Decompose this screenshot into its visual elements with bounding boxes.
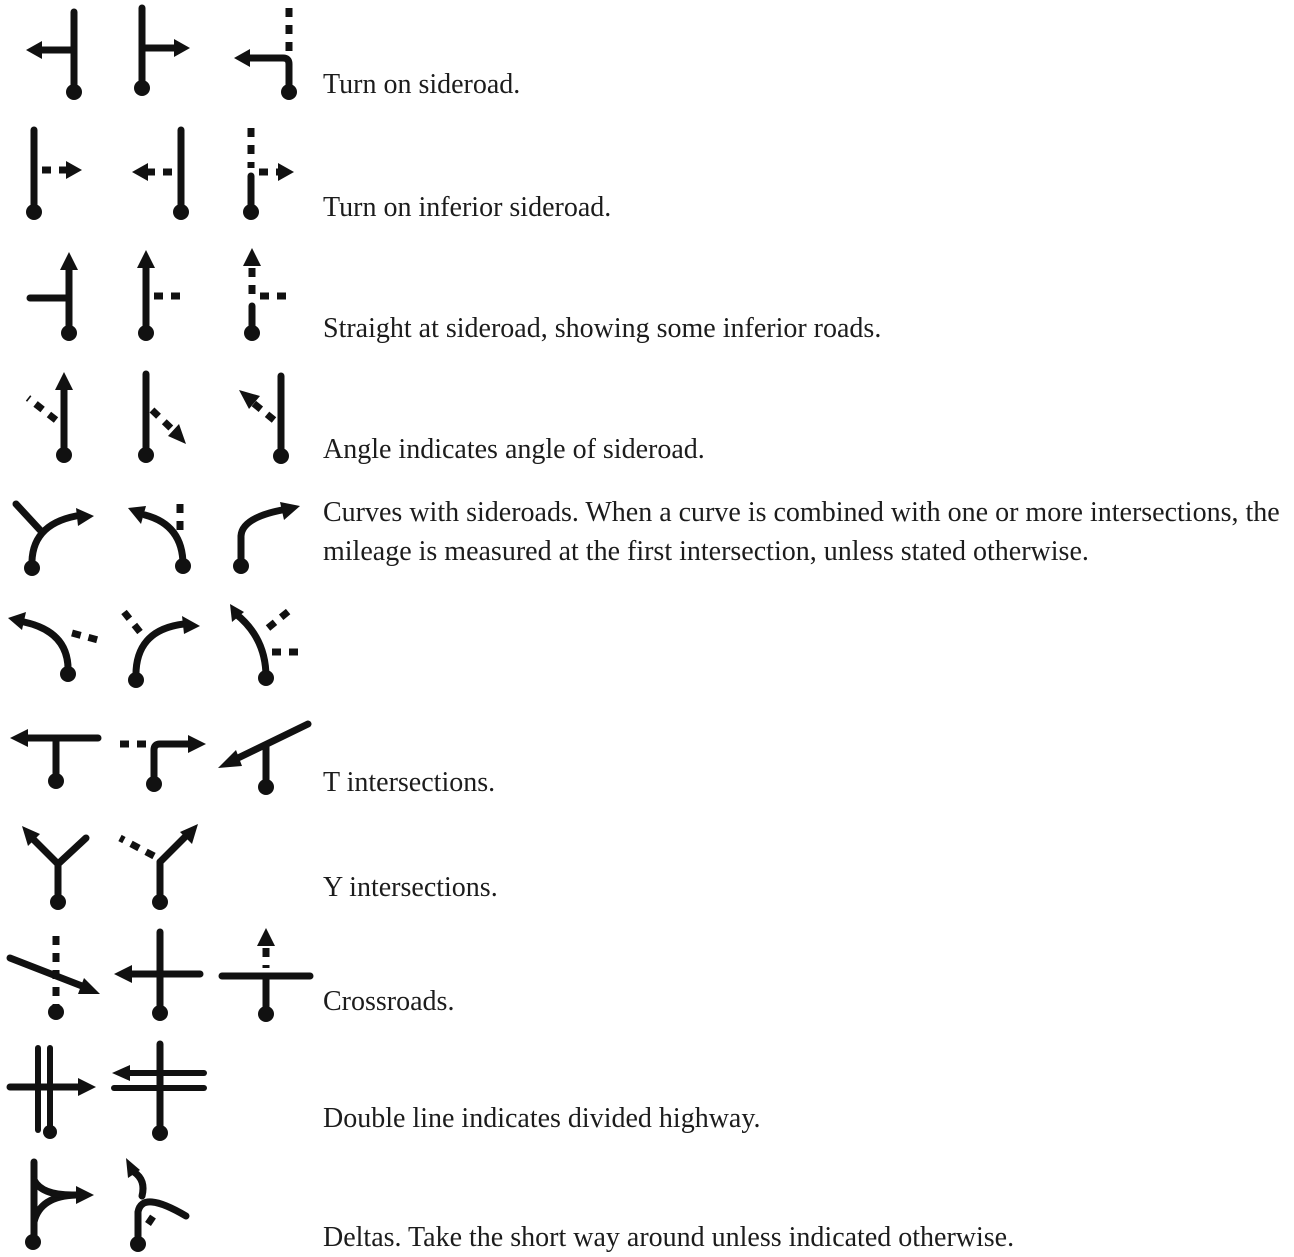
caption-curves-with-sideroads: Curves with sideroads. When a curve is c… xyxy=(323,497,1280,567)
curve-left-symbol xyxy=(128,500,191,574)
crossroads-left-symbol xyxy=(114,928,204,1021)
caption-divided-highway: Double line indicates divided highway. xyxy=(323,1103,761,1134)
divided-highway-right-symbol xyxy=(6,1045,96,1139)
turn-left-inferior-through-symbol xyxy=(234,8,297,100)
caption-turn-sideroad: Turn on sideroad. xyxy=(323,69,521,100)
curve-inferior-forks-symbol xyxy=(230,604,298,686)
caption-straight-at-sideroad: Straight at sideroad, showing some infer… xyxy=(323,313,882,344)
curve-right-symbol xyxy=(12,500,94,576)
curve-right-sharp-symbol xyxy=(233,502,300,574)
angle-back-sideroad-symbol xyxy=(239,372,289,464)
turn-right-inferior-symbol xyxy=(26,126,82,220)
curve-right-inferior-symbol xyxy=(121,609,200,688)
delta-right-symbol xyxy=(25,1158,94,1250)
turn-left-inferior-symbol xyxy=(132,126,189,220)
t-intersection-right-inferior-symbol xyxy=(120,735,206,792)
delta-left-symbol xyxy=(126,1158,190,1252)
straight-right-inferior-symbol xyxy=(137,250,184,341)
angle-left-sideroad-symbol xyxy=(25,372,73,463)
caption-angle-sideroad: Angle indicates angle of sideroad. xyxy=(323,434,705,465)
caption-y-intersections: Y intersections. xyxy=(323,872,498,903)
turn-left-symbol xyxy=(26,8,82,100)
crossroads-straight-inferior-symbol xyxy=(218,928,314,1022)
curve-left-inferior-symbol xyxy=(8,612,99,682)
straight-dashed-inferior-symbol xyxy=(243,248,290,341)
caption-t-intersections: T intersections. xyxy=(323,767,496,798)
y-intersection-right-symbol xyxy=(118,824,198,910)
turn-right-symbol xyxy=(134,4,190,96)
caption-turn-inferior-sideroad: Turn on inferior sideroad. xyxy=(323,192,612,223)
divided-highway-crossing-left-symbol xyxy=(111,1040,207,1141)
crossroads-angled-symbol xyxy=(6,936,100,1020)
t-intersection-left-symbol xyxy=(10,729,102,789)
angle-right-sideroad-symbol xyxy=(138,370,186,463)
caption-crossroads: Crossroads. xyxy=(323,986,455,1017)
caption-deltas: Deltas. Take the short way around unless… xyxy=(323,1222,1015,1253)
t-intersection-angled-symbol xyxy=(218,720,312,795)
straight-left-sideroad-symbol xyxy=(26,252,78,341)
turn-right-inferior-dashed-through-symbol xyxy=(243,128,294,220)
y-intersection-left-symbol xyxy=(22,826,90,910)
